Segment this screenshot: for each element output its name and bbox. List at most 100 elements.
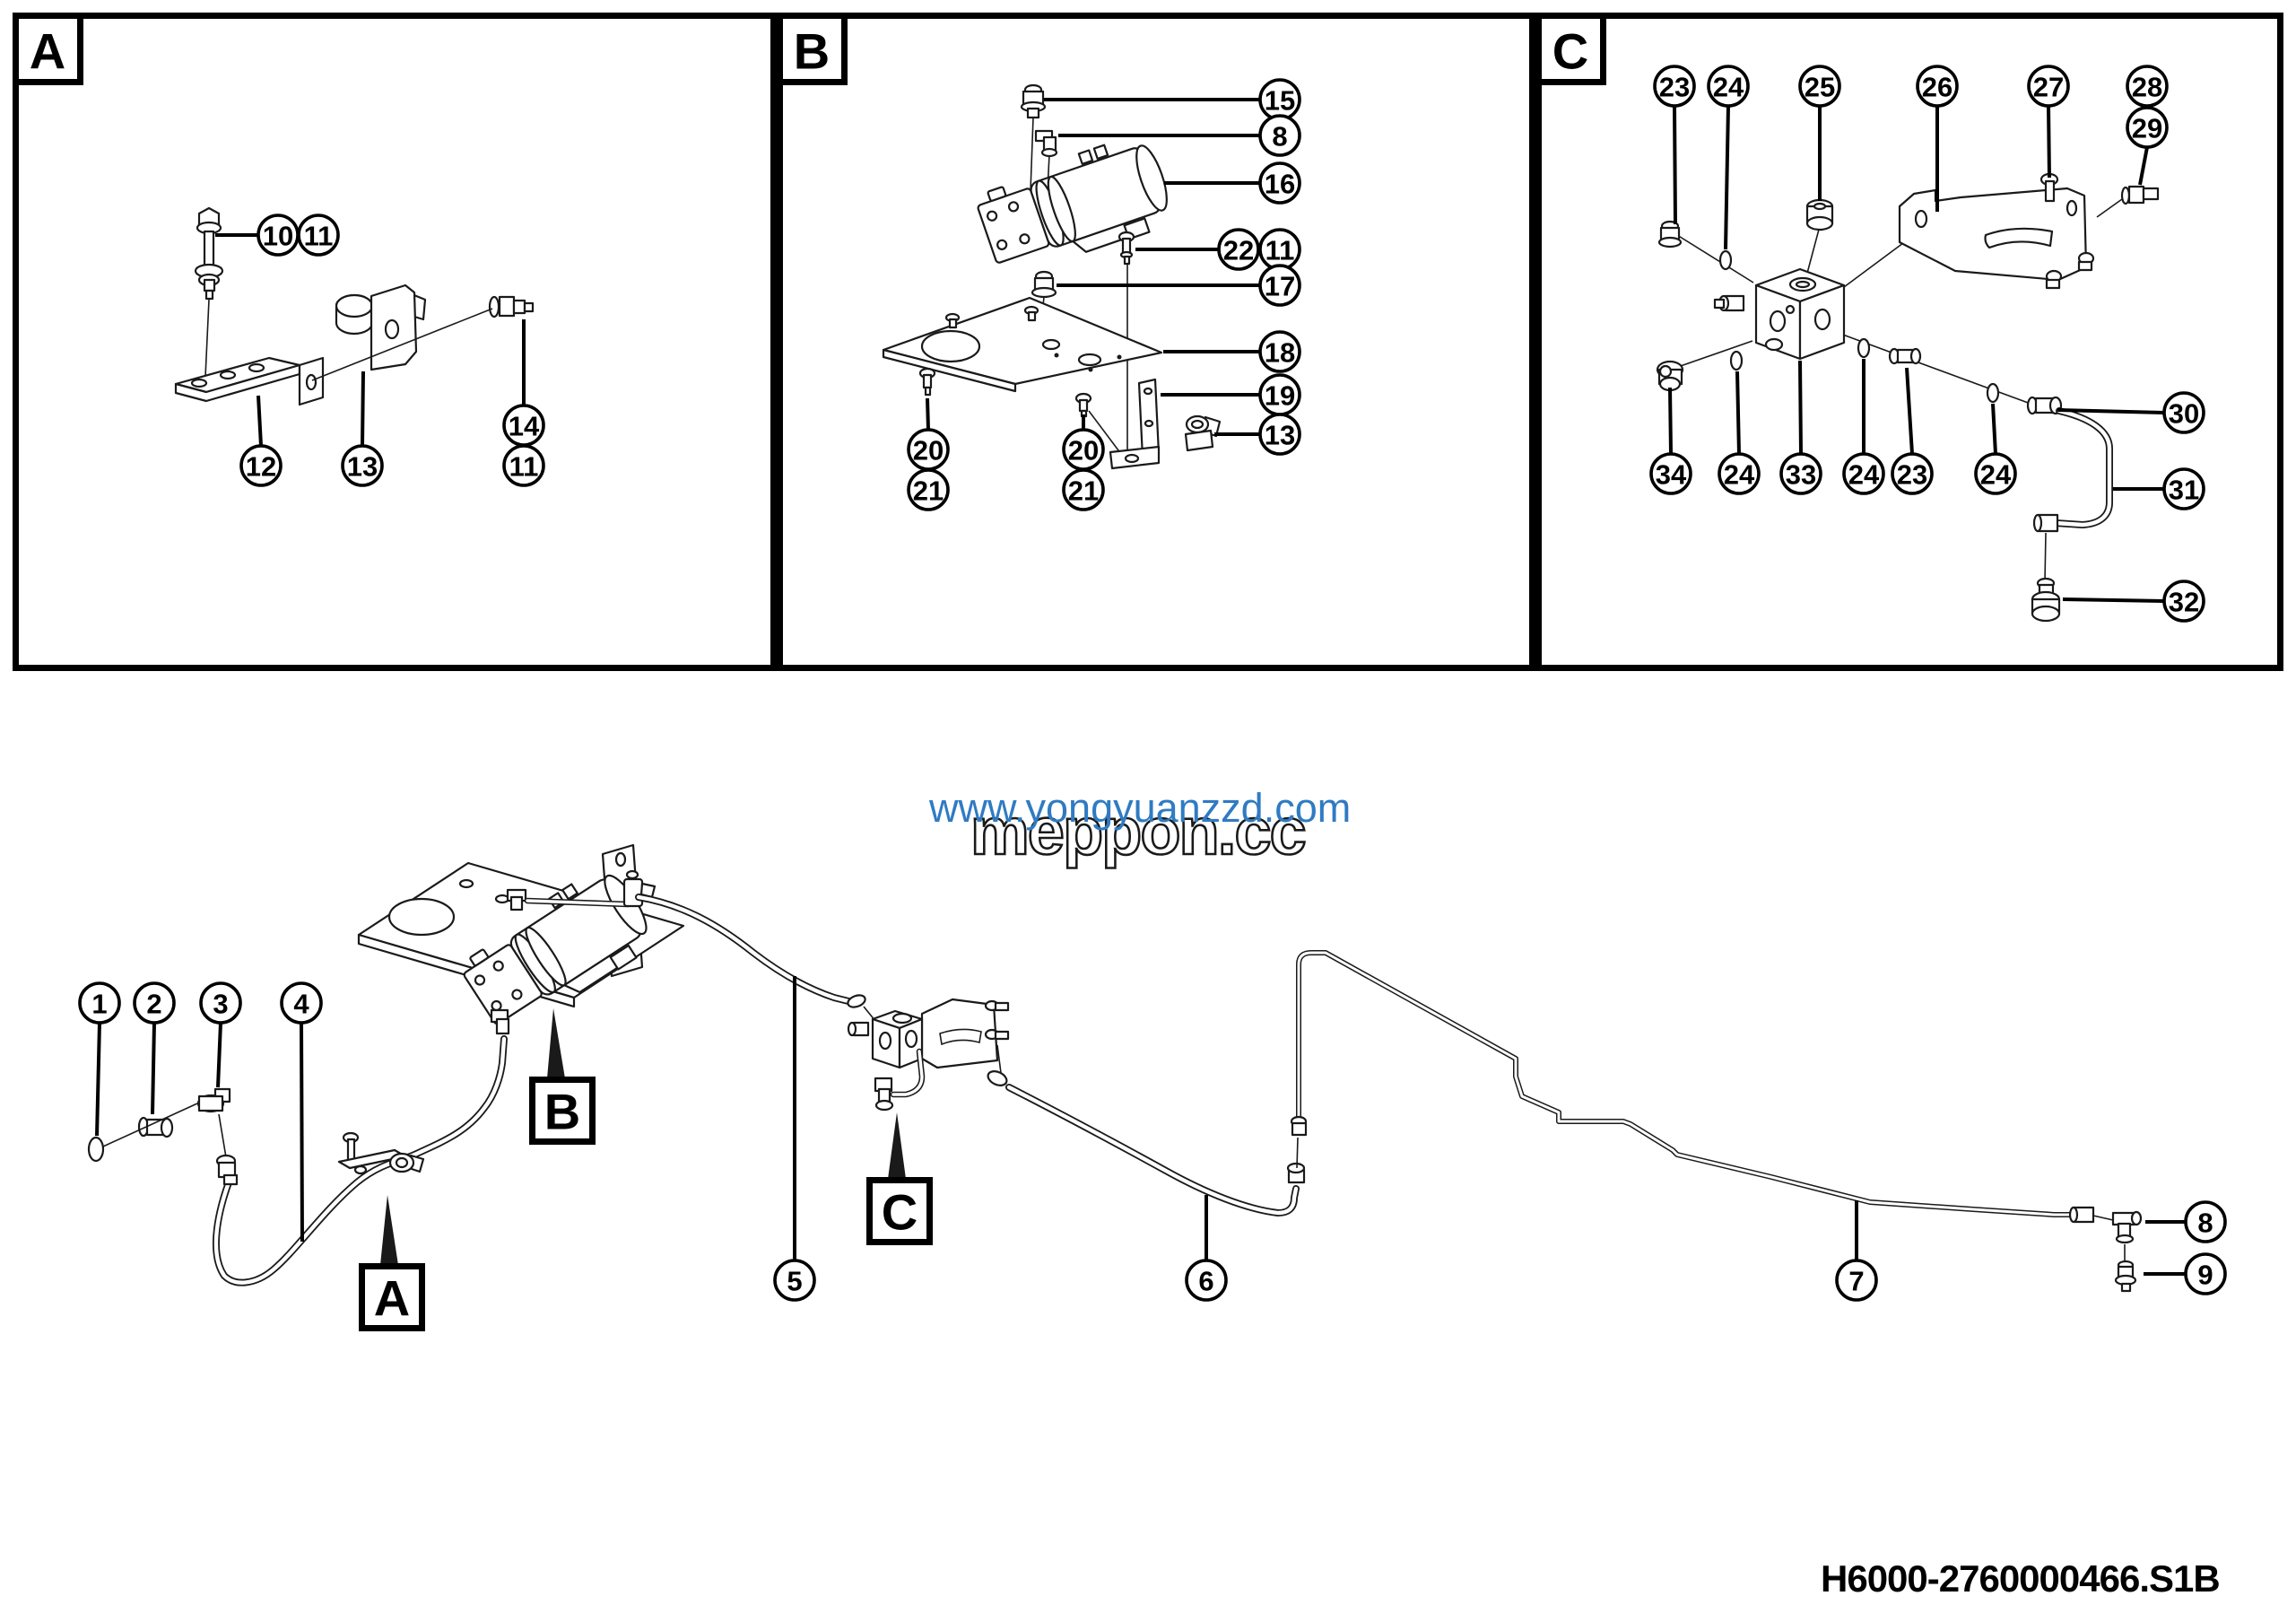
- callout-9: 9: [2144, 1252, 2227, 1295]
- panel-c-label-box: [1535, 13, 1606, 85]
- callout-circle: [133, 981, 176, 1025]
- callout-circle: [297, 214, 340, 257]
- callout-circle: [2027, 65, 2070, 108]
- callout-number: 13: [1265, 420, 1295, 451]
- callout-5: 5: [773, 976, 816, 1302]
- callout-16: 16: [1164, 161, 1301, 205]
- assembly-axis-line: [1674, 340, 1753, 369]
- callout-number: 25: [1805, 72, 1835, 103]
- hose-end-fitting: [215, 1154, 239, 1186]
- part-clamp-13b: [1184, 414, 1222, 452]
- part-oring-24b: [1729, 350, 1744, 371]
- callout-6: 6: [1185, 1195, 1228, 1302]
- callout-32: 32: [2062, 580, 2205, 623]
- callout-circle: [1185, 1259, 1228, 1302]
- callout-number: 5: [787, 1266, 802, 1297]
- part-tube-31: [2032, 407, 2113, 533]
- panel-b-border: [777, 13, 1535, 671]
- assembly-axis-line: [1030, 117, 1034, 192]
- main-label-a-letter: A: [374, 1270, 410, 1327]
- part-bolt-20a: [918, 367, 936, 397]
- callout-number: 33: [1786, 459, 1816, 491]
- callout-21: 21: [907, 468, 950, 511]
- panel-a-label: A: [30, 23, 65, 80]
- callout-circle: [341, 444, 384, 487]
- callout-circle: [1842, 452, 1885, 495]
- callout-circle: [1217, 228, 1260, 271]
- callout-circle: [2162, 467, 2205, 510]
- callout-number: 23: [1659, 72, 1690, 103]
- part-cap-25: [1805, 198, 1834, 231]
- callout-21: 21: [1062, 468, 1105, 511]
- callout-circle: [1707, 65, 1750, 108]
- callout-30: 30: [2057, 391, 2205, 434]
- callout-leader-line: [1798, 360, 1803, 455]
- part-hose-4: [213, 1035, 508, 1286]
- callout-number: 10: [263, 221, 293, 252]
- callout-20: 20: [1062, 414, 1105, 471]
- callout-1: 1: [78, 981, 121, 1137]
- callout-24: 24: [1718, 371, 1761, 495]
- valve-bracket-bolt: [984, 999, 1010, 1012]
- callout-circle: [1916, 65, 1959, 108]
- callout-25: 25: [1798, 65, 1841, 201]
- callout-24: 24: [1974, 403, 2017, 495]
- callout-number: 31: [2169, 475, 2199, 506]
- part-oring-1: [87, 1136, 105, 1163]
- panel-c-border: [1535, 13, 2283, 671]
- pump-bottom-elbow: [490, 1008, 510, 1035]
- assembly-axis-line: [2096, 198, 2123, 218]
- callout-number: 6: [1198, 1266, 1213, 1297]
- part-elbow-nut-3: [196, 1087, 231, 1113]
- callout-number: 17: [1265, 271, 1295, 302]
- part-bolt-28-29: [2120, 185, 2160, 205]
- callout-circle: [2162, 580, 2205, 623]
- assembly-axis-line: [1843, 237, 1911, 288]
- panel-a-label-box: [13, 13, 83, 85]
- callout-number: 24: [1980, 459, 2012, 491]
- assembly-axis-line: [2092, 1215, 2114, 1221]
- assembly-axis-line: [1088, 410, 1122, 455]
- callout-17: 17: [1057, 264, 1301, 307]
- part-tube-7: [1290, 950, 2095, 1224]
- assembly-axis-line: [311, 308, 493, 381]
- assembly-axis-line: [2044, 532, 2047, 582]
- watermark-outline-text: meppon.cc: [970, 794, 1305, 868]
- callout-34: 34: [1649, 387, 1692, 495]
- part-mounting-plate-18: [882, 296, 1163, 393]
- callout-circle: [239, 444, 283, 487]
- part-hose-6: [987, 1070, 1306, 1217]
- main-label-a: A: [359, 1195, 425, 1331]
- callout-19: 19: [1161, 373, 1301, 416]
- callout-circle: [773, 1259, 816, 1302]
- callout-number: 26: [1922, 72, 1952, 103]
- pump-assembly-main: [357, 843, 685, 1043]
- part-plug-34: [1656, 360, 1684, 392]
- callout-circle: [1718, 452, 1761, 495]
- callout-number: 11: [1265, 235, 1295, 266]
- callout-circle: [1835, 1259, 1878, 1302]
- part-oring-24c: [1857, 337, 1871, 359]
- bracket-bolt: [2077, 251, 2095, 272]
- callout-number: 8: [1272, 121, 1287, 153]
- callout-leader-line: [151, 1022, 156, 1115]
- callout-circle: [502, 444, 545, 487]
- callout-22: 22: [1135, 228, 1260, 271]
- valve-assembly-main: [847, 998, 1010, 1112]
- callout-number: 32: [2169, 587, 2199, 618]
- callout-number: 20: [1068, 435, 1099, 467]
- callout-number: 20: [913, 435, 944, 467]
- part-bolt-22-11: [1118, 231, 1135, 266]
- callout-leader-line: [926, 397, 930, 431]
- part-bolt-20b: [1074, 392, 1092, 418]
- callout-7: 7: [1835, 1200, 1878, 1302]
- part-oring-24d: [1986, 382, 2000, 404]
- assembly-axis-line: [204, 299, 210, 378]
- callout-number: 12: [246, 451, 276, 483]
